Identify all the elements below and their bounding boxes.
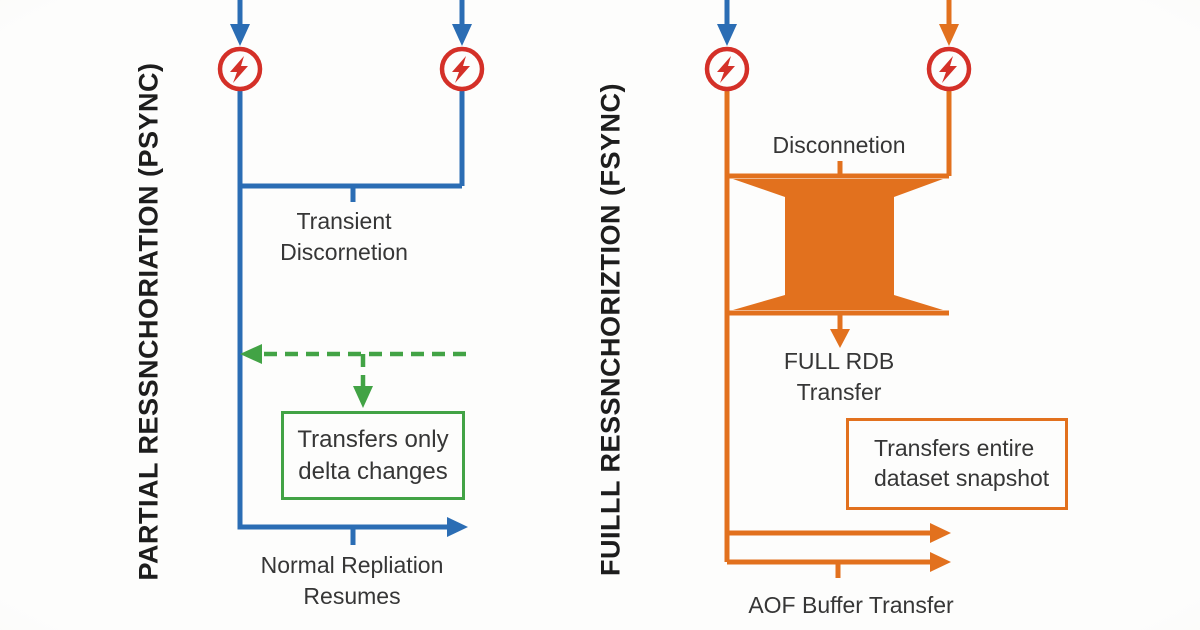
fsync-replica-flow-line <box>724 0 952 578</box>
fsync-arrowheads <box>830 24 959 572</box>
delta-transfer-arrowheads <box>240 344 373 408</box>
rdb-bulk-transfer-spool <box>733 179 943 310</box>
down-arrow-icon <box>452 24 472 46</box>
right-arrow-icon <box>447 517 468 537</box>
normal-replication-resumes-label: Normal Repliation Resumes <box>260 552 444 609</box>
down-arrow-icon <box>939 24 959 46</box>
lightning-icon <box>439 46 485 92</box>
lightning-icon <box>704 46 750 92</box>
right-arrow-icon <box>930 523 951 543</box>
aof-buffer-transfer-label: AOF Buffer Transfer <box>748 592 954 618</box>
down-arrow-icon <box>830 329 850 348</box>
full-rdb-transfer-label: FULL RDB Transfer <box>783 348 895 405</box>
delta-changes-box: Transfers only delta changes <box>281 411 465 500</box>
down-arrow-icon <box>230 24 250 46</box>
psync-master-flow-line <box>237 0 465 545</box>
psync-arrowheads <box>230 24 472 537</box>
lightning-icon <box>926 46 972 92</box>
left-arrow-icon <box>240 344 262 364</box>
delta-transfer-dashed-arrow <box>262 351 466 387</box>
lightning-icon <box>217 46 263 92</box>
fsync-panel-title: FUILLL RESSNCHORIZTION (FSYNC) <box>595 83 626 576</box>
down-arrow-icon <box>717 24 737 46</box>
dataset-snapshot-box: Transfers entire dataset snapshot <box>846 418 1068 510</box>
right-arrow-icon <box>930 552 951 572</box>
transient-disconnection-label: Transient Discornetion <box>280 208 408 265</box>
psync-panel-title: PARTIAL RESSNCHORIATION (PSYNC) <box>133 62 164 581</box>
down-arrow-icon <box>353 386 373 408</box>
disconnection-label: Disconnetion <box>772 132 906 158</box>
